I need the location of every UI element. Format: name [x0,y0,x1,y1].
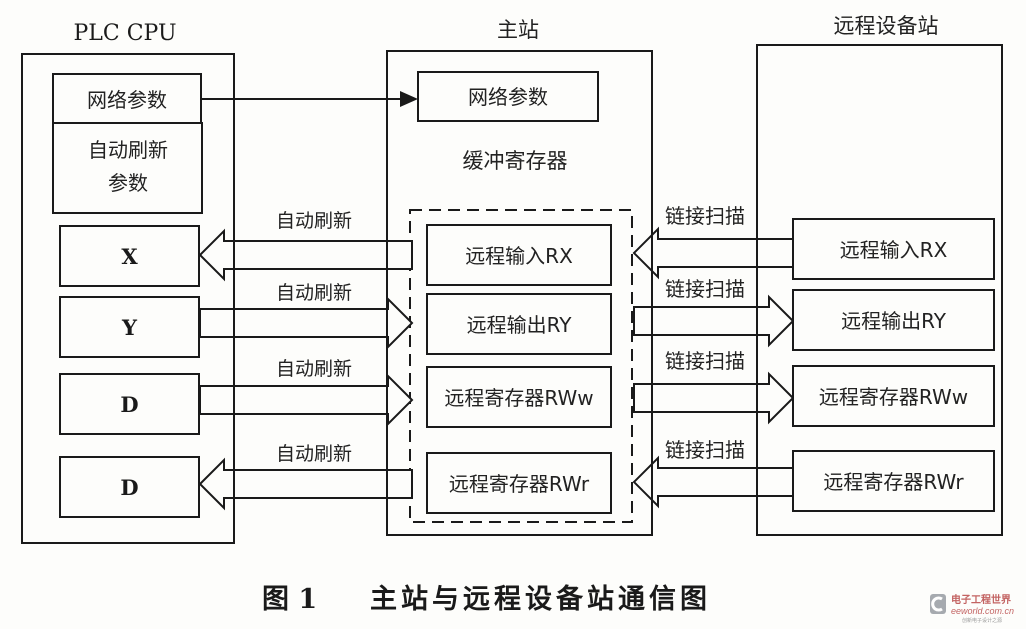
watermark-slogan: 创新电子设计之源 [962,617,1002,624]
auto-refresh-label: 自动刷新 [276,443,352,465]
auto-refresh-label: 自动刷新 [276,358,352,380]
plc-auto-refresh-params-label-2: 参数 [108,171,148,195]
plc-network-params-label: 网络参数 [87,88,167,112]
plc-device-label: X [121,244,138,269]
master-buffer-box [426,293,612,355]
plc-device-label: Y [121,315,138,340]
plc-auto-refresh-params-box [52,122,203,214]
remote-register-box [792,450,995,512]
remote-station-title: 远程设备站 [834,14,939,38]
plc-device-box [59,225,200,287]
figure-caption: 主站与远程设备站通信图 [370,584,711,615]
link-scan-label: 链接扫描 [665,204,745,228]
plc-device-box [59,456,200,518]
eeworld-logo-glyph [931,596,943,612]
master-buffer-label: 远程输出RY [467,313,573,337]
remote-register-label: 远程输入RX [840,238,948,262]
auto-refresh-label: 自动刷新 [276,282,352,304]
remote-register-label: 远程寄存器RWr [823,470,964,494]
master-network-params-box [417,71,599,122]
auto-refresh-arrow [198,457,413,511]
master-station-title: 主站 [497,18,539,42]
link-scan-arrow [633,294,795,348]
buffer-memory-label: 缓冲寄存器 [463,149,568,173]
master-buffer-label: 远程寄存器RWw [444,386,593,410]
link-scan-arrow [633,371,795,425]
auto-refresh-label: 自动刷新 [276,210,352,232]
remote-register-box [792,218,995,280]
remote-register-box [792,365,995,427]
watermark-url: eeworld.com.cn [951,606,1014,616]
plc-device-label: D [120,392,138,417]
master-buffer-label: 远程寄存器RWr [449,472,590,496]
network-params-arrowhead [400,91,418,107]
buffer-memory-region [409,209,633,523]
plc-device-box [59,296,200,358]
link-scan-label: 链接扫描 [665,277,745,301]
arrow-layer [198,45,795,543]
master-buffer-box [426,224,612,286]
master-buffer-box [426,452,612,514]
master-buffer-list: 远程输入RX 远程输出RY 远程寄存器RWw 远程寄存器RWr [426,224,612,514]
master-network-params-label: 网络参数 [468,85,548,109]
remote-register-label: 远程寄存器RWw [819,385,968,409]
plc-device-box [59,373,200,435]
auto-refresh-arrow [198,228,413,282]
plc-device-list: X Y D D [59,225,200,518]
plc-device-label: D [120,475,138,500]
master-buffer-box [426,366,612,428]
link-scan-label: 链接扫描 [665,438,745,462]
remote-register-list: 远程输入RX 远程输出RY 远程寄存器RWw 远程寄存器RWr [792,218,995,512]
watermark-cn: 电子工程世界 [951,593,1011,606]
remote-register-box [792,289,995,351]
eeworld-watermark: 电子工程世界 eeworld.com.cn 创新电子设计之源 [930,593,1014,624]
master-buffer-label: 远程输入RX [465,244,573,268]
figure-number: 图 1 [262,584,317,615]
link-scan-label: 链接扫描 [665,349,745,373]
plc-cpu-title: PLC CPU [73,21,176,46]
plc-auto-refresh-params-label-1: 自动刷新 [88,138,168,162]
remote-register-label: 远程输出RY [841,309,947,333]
